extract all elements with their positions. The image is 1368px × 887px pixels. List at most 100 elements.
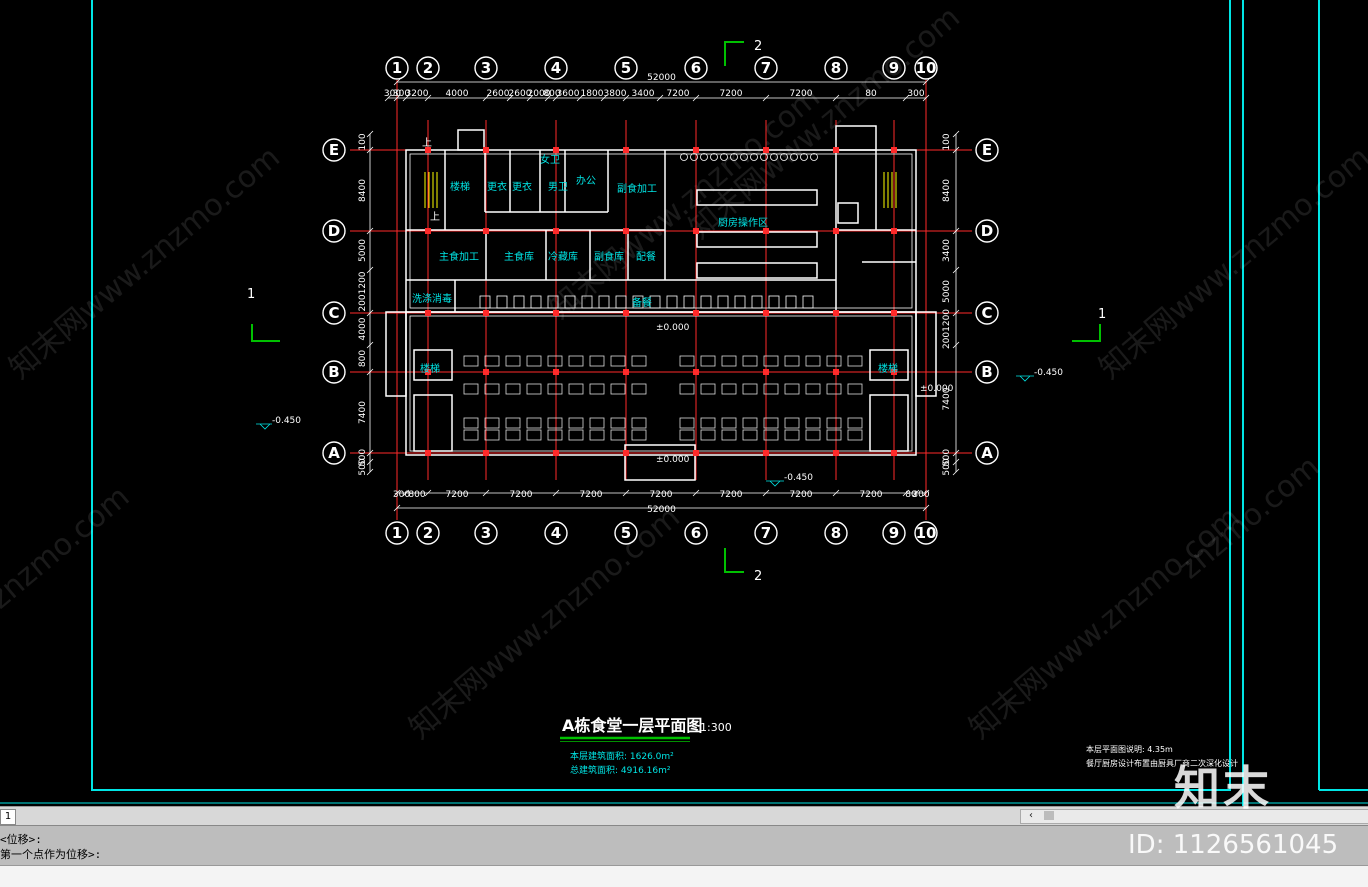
svg-text:2: 2 xyxy=(423,59,433,77)
dining-table xyxy=(610,417,626,429)
dining-table xyxy=(679,429,695,441)
dining-table xyxy=(505,355,521,367)
room-label: 厨房操作区 xyxy=(718,216,768,229)
column xyxy=(553,147,559,153)
dimension-text: 3400 xyxy=(632,89,655,99)
room-label: 楼梯 xyxy=(450,180,470,193)
dimension-tick xyxy=(692,489,700,497)
column xyxy=(891,450,897,456)
svg-text:D: D xyxy=(981,222,993,240)
column xyxy=(483,228,489,234)
dining-table xyxy=(589,417,605,429)
column xyxy=(425,450,431,456)
equipment-circle xyxy=(810,153,818,161)
axis-bubble: 5 xyxy=(614,521,638,545)
dining-table xyxy=(700,355,716,367)
watermark-text: znzmo.com xyxy=(0,479,136,616)
column xyxy=(763,310,769,316)
kitchen-equipment xyxy=(479,153,818,309)
dimension-text: 300 xyxy=(384,89,401,99)
dining-table xyxy=(547,429,563,441)
section-labels: 2 2 1 1 xyxy=(247,39,1106,584)
dining-table xyxy=(526,355,542,367)
cabinet xyxy=(717,295,729,309)
dining-table xyxy=(589,383,605,395)
dining-table xyxy=(784,383,800,395)
svg-text:8: 8 xyxy=(831,59,841,77)
layout-tab[interactable]: 1 xyxy=(0,809,16,825)
building-walls xyxy=(385,125,937,481)
scrollbar-thumb[interactable] xyxy=(1044,811,1054,820)
dimension-tick xyxy=(902,94,910,102)
drawing-frame xyxy=(0,0,1368,806)
dimension-tick xyxy=(402,94,410,102)
svg-text:5: 5 xyxy=(621,524,631,542)
dining-table xyxy=(610,383,626,395)
level-marks: ±0.000 ±0.000 ±0.000 -0.450 -0.450 -0.45… xyxy=(256,323,1063,487)
dimension-tick xyxy=(482,489,490,497)
dimension-text: 2001200 xyxy=(942,309,952,349)
level-text: -0.450 xyxy=(784,473,813,483)
equipment-circle xyxy=(690,153,698,161)
cabinet xyxy=(496,295,508,309)
axis-bubble: 6 xyxy=(684,56,708,80)
dimension-text: 8400 xyxy=(358,179,368,202)
section-marks xyxy=(251,41,1101,573)
room-label: 配餐 xyxy=(636,250,656,263)
area-floor: 本层建筑面积: 1626.0m² xyxy=(570,750,674,762)
section-label: 2 xyxy=(754,569,762,584)
dining-table xyxy=(826,355,842,367)
column xyxy=(483,147,489,153)
equipment-circle xyxy=(720,153,728,161)
svg-text:A: A xyxy=(981,444,993,462)
axis-bubble: C xyxy=(322,301,346,325)
svg-text:1: 1 xyxy=(392,524,402,542)
svg-text:9: 9 xyxy=(889,524,899,542)
dining-table xyxy=(631,383,647,395)
dimension-tick xyxy=(402,489,410,497)
dimension-text: 7200 xyxy=(720,490,743,500)
dimension-text: 7200 xyxy=(860,490,883,500)
column xyxy=(693,147,699,153)
cad-drawing-area[interactable]: 知末网www.znzmo.com 知末网www.znzmo.com 知末网www… xyxy=(0,0,1368,806)
dimension-text: 7400 xyxy=(942,387,952,410)
command-line[interactable]: <位移>: 第一个点作为位移>: xyxy=(0,825,1368,866)
svg-text:B: B xyxy=(328,363,339,381)
dimension-text: 7400 xyxy=(358,401,368,424)
scroll-left-icon[interactable]: ‹ xyxy=(1029,810,1033,821)
dimension-tick xyxy=(366,341,374,349)
horizontal-scrollbar[interactable] xyxy=(1020,809,1368,824)
dimension-text: 4000 xyxy=(358,317,368,340)
dimension-tick xyxy=(506,94,514,102)
column xyxy=(833,310,839,316)
dining-table xyxy=(763,355,779,367)
dining-table xyxy=(505,417,521,429)
watermark-layer: 知末网www.znzmo.com 知末网www.znzmo.com 知末网www… xyxy=(0,0,1368,746)
cabinet xyxy=(479,295,491,309)
column xyxy=(891,228,897,234)
command-input[interactable] xyxy=(0,865,1368,887)
dining-table xyxy=(679,417,695,429)
drawing-scale: 1:300 xyxy=(700,721,732,734)
room-label: 主食库 xyxy=(504,250,534,263)
dimension-tick xyxy=(366,146,374,154)
dining-table xyxy=(847,417,863,429)
axis-bubble: 4 xyxy=(544,56,568,80)
dimension-tick xyxy=(526,94,534,102)
dimension-tick xyxy=(952,468,960,476)
svg-text:4: 4 xyxy=(551,59,561,77)
dimension-tick xyxy=(922,78,930,86)
room-label: 更衣 xyxy=(487,180,507,193)
dining-table xyxy=(631,355,647,367)
dining-table xyxy=(763,383,779,395)
dimension-text: 7200 xyxy=(650,490,673,500)
dimension-text: 500 xyxy=(358,449,368,466)
dining-table xyxy=(484,355,500,367)
dining-table xyxy=(568,383,584,395)
column xyxy=(763,147,769,153)
dimension-tick xyxy=(622,489,630,497)
dimension-text: 52000 xyxy=(647,505,676,515)
dimension-tick xyxy=(366,368,374,376)
dimension-tick xyxy=(393,489,401,497)
dining-table xyxy=(763,417,779,429)
